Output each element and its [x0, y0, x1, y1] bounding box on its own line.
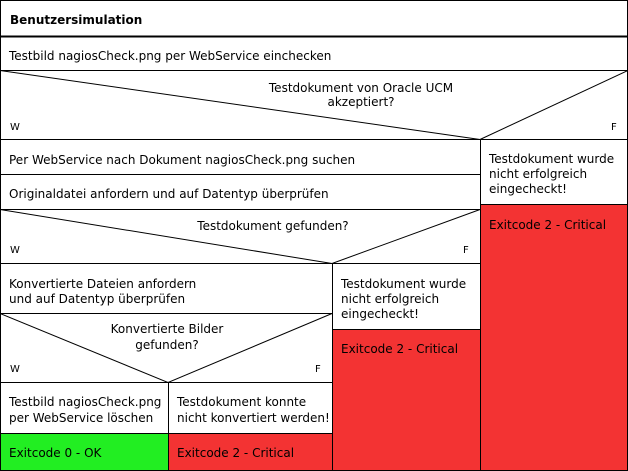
- step-delete-line1: Testbild nagiosCheck.png: [8, 395, 161, 409]
- msg-not-checked-in-outer-line1: Testdokument wurde: [488, 152, 614, 166]
- msg-not-checked-in-inner-line1: Testdokument wurde: [340, 277, 466, 291]
- msg-not-checked-in-inner-line3: eingecheckt!: [341, 307, 419, 321]
- decision-found-no-label: F: [463, 245, 469, 256]
- decision-found-yes-label: W: [10, 245, 20, 256]
- exit-critical-inner: Exitcode 2 - Critical: [341, 342, 458, 356]
- decision-images-no-label: F: [315, 364, 321, 375]
- diagram-title: Benutzersimulation: [10, 13, 142, 27]
- exit-critical-outer-area: [480, 204, 627, 470]
- msg-not-checked-in-inner-line2: nicht erfolgreich: [341, 292, 439, 306]
- msg-not-converted-line1: Testdokument konnte: [176, 395, 306, 409]
- exit-critical-outer: Exitcode 2 - Critical: [489, 218, 606, 232]
- msg-not-converted-line2: nicht konvertiert werden!: [177, 411, 330, 425]
- decision-images-line2: gefunden?: [135, 338, 198, 352]
- exit-ok-area: [1, 433, 168, 470]
- decision-accepted-yes-label: W: [10, 122, 20, 133]
- exit-critical-bottom-area: [168, 433, 332, 470]
- msg-not-checked-in-outer-line3: eingecheckt!: [489, 182, 567, 196]
- decision-accepted-line1: Testdokument von Oracle UCM: [268, 81, 453, 95]
- step-delete-line2: per WebService löschen: [9, 411, 153, 425]
- step-original: Originaldatei anfordern und auf Datentyp…: [9, 187, 329, 201]
- exit-critical-bottom: Exitcode 2 - Critical: [177, 446, 294, 460]
- decision-images-yes-label: W: [10, 364, 20, 375]
- decision-accepted-line2: akzeptiert?: [327, 95, 394, 109]
- decision-found-label: Testdokument gefunden?: [196, 219, 348, 233]
- exit-critical-inner-area: [332, 329, 480, 470]
- msg-not-checked-in-outer-line2: nicht erfolgreich: [489, 167, 587, 181]
- decision-images-line1: Konvertierte Bilder: [111, 322, 224, 336]
- decision-accepted-no-label: F: [611, 122, 617, 133]
- exit-ok: Exitcode 0 - OK: [9, 446, 103, 460]
- step-search: Per WebService nach Dokument nagiosCheck…: [9, 153, 355, 167]
- step-checkin: Testbild nagiosCheck.png per WebService …: [8, 49, 331, 63]
- step-converted-line1: Konvertierte Dateien anfordern: [9, 277, 196, 291]
- step-converted-line2: und auf Datentyp überprüfen: [9, 292, 185, 306]
